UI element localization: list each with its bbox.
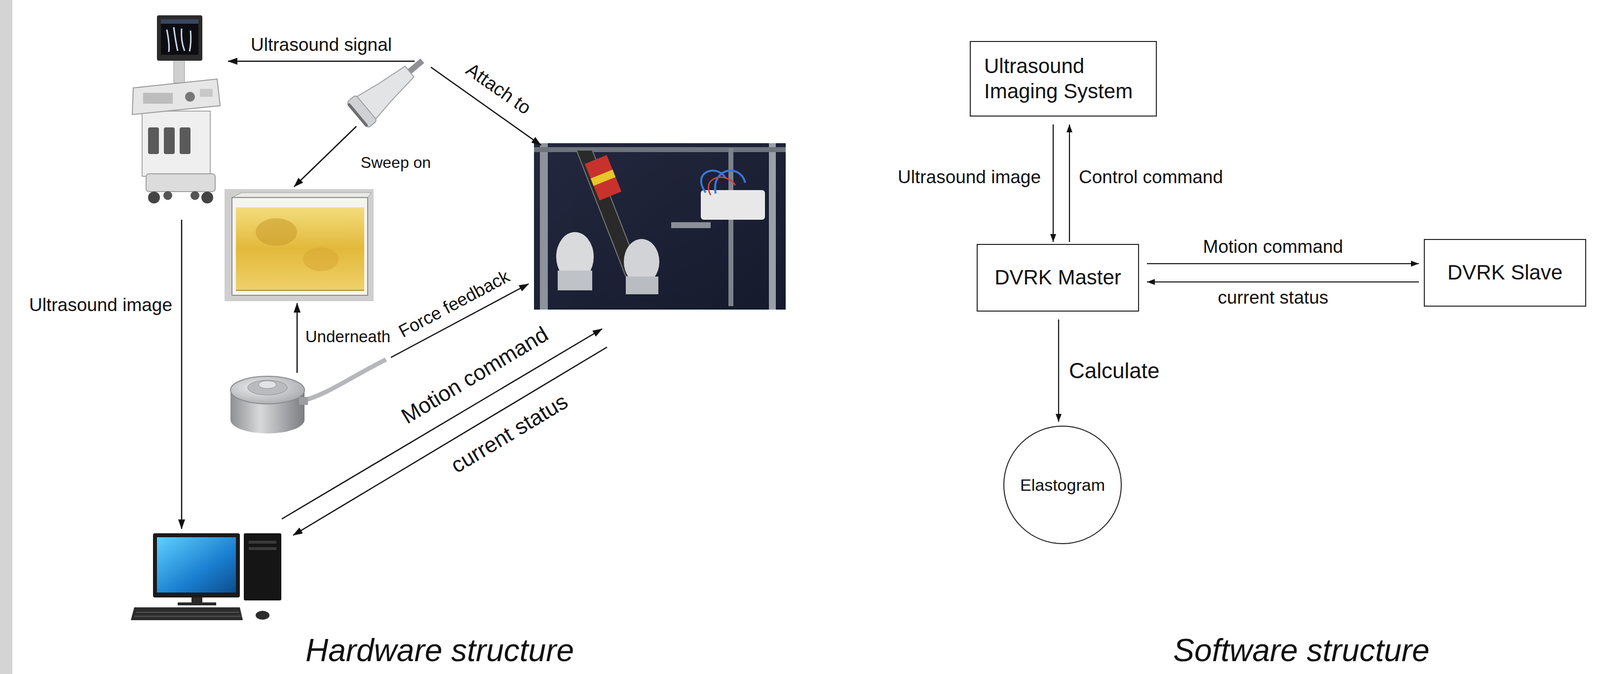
frame-post (768, 143, 776, 310)
section-caption: Hardware structure (303, 631, 576, 670)
node-label: DVRK Master (994, 265, 1122, 290)
signal-arrow (228, 60, 415, 63)
signal-label: Sweep on (358, 152, 433, 172)
frame-rod (728, 148, 734, 306)
mouse (255, 610, 270, 620)
probe-holder (148, 127, 159, 154)
screen-bar (160, 19, 199, 24)
signal-label: Force feedback (393, 264, 515, 343)
manipulator (557, 270, 593, 291)
wheel (201, 191, 214, 204)
connector-arrow (1058, 319, 1060, 422)
computer (130, 533, 282, 620)
wheel (148, 191, 160, 204)
monitor-foot (177, 602, 217, 606)
inclusion (303, 247, 339, 271)
monitor-screen (160, 19, 199, 55)
monitor-frame (152, 533, 240, 598)
hardware-arrows (181, 61, 608, 535)
inclusion (255, 218, 298, 246)
box-rim (231, 192, 372, 198)
signal-label: Underneath (303, 326, 393, 347)
cable (701, 170, 746, 194)
probe-head (346, 94, 378, 129)
wheel (190, 190, 200, 200)
photo-ground (533, 143, 786, 310)
photo-ground (224, 189, 374, 302)
ultrasound-probe (345, 47, 434, 129)
arm-link (671, 222, 711, 229)
cell-ring (247, 380, 288, 395)
connector-arrow (1052, 124, 1054, 242)
wheel (163, 190, 173, 200)
edge-label: Calculate (1066, 357, 1162, 384)
machine-base (146, 173, 216, 192)
control-panel (132, 78, 221, 115)
result-circle: Elastogram (1003, 425, 1122, 544)
connector-arrow (1068, 124, 1070, 242)
process-box: DVRK Slave (1423, 238, 1587, 307)
key-row (134, 615, 241, 617)
arm-block (584, 154, 622, 201)
drive-slot (248, 540, 277, 544)
image-arrow (181, 219, 183, 529)
gel-edge (235, 289, 365, 291)
keyboard (130, 607, 243, 620)
probe-face (346, 102, 369, 128)
monitor-screen (156, 536, 236, 593)
section-caption: Software structure (1171, 631, 1432, 670)
connector-arrow (1146, 281, 1419, 283)
edge-label: Motion command (1201, 235, 1346, 258)
sweep-arrow (294, 126, 357, 187)
signal-label: Ultrasound image (27, 294, 175, 316)
node-label: DVRK Slave (1447, 260, 1563, 285)
screen-image (166, 27, 191, 52)
arm-stripe (590, 169, 616, 187)
frame-beam (533, 147, 786, 153)
monitor-frame (156, 15, 203, 61)
gel (235, 207, 365, 291)
pc-tower (243, 533, 282, 601)
frame-post (539, 143, 548, 310)
monitor-stand (173, 58, 185, 83)
dvrk-robot (533, 143, 786, 310)
signal-label: current status (444, 387, 575, 480)
probe-holder (179, 127, 191, 154)
ultrasound-machine (132, 15, 221, 204)
signal-label: Attach to (459, 57, 537, 121)
edge-label: Control command (1076, 166, 1225, 189)
process-box: Ultrasound Imaging System (969, 40, 1157, 117)
machine-body (142, 111, 211, 177)
drive-slot (248, 546, 277, 550)
probe-holder (163, 127, 175, 154)
connector-arrow (1146, 263, 1419, 265)
cell-top (230, 376, 305, 404)
sensor-cable (302, 359, 386, 401)
edge-label: current status (1215, 286, 1331, 309)
acrylic-box (231, 197, 368, 296)
motion-arrow (281, 328, 603, 519)
tissue-phantom (224, 189, 374, 302)
cell-button (258, 380, 277, 389)
process-box: DVRK Master (976, 243, 1140, 312)
node-label: Ultrasound Imaging System (984, 53, 1147, 104)
underneath-arrow (296, 303, 299, 373)
manipulator (625, 276, 659, 295)
keypad (143, 92, 173, 104)
node-label: Elastogram (1020, 474, 1105, 496)
cable-gland (299, 396, 308, 405)
trackball (185, 91, 195, 102)
arm-joint (584, 154, 622, 201)
edge-label: Ultrasound image (895, 166, 1043, 189)
cable (708, 177, 736, 195)
keypad (199, 88, 213, 97)
load-cell (230, 359, 386, 434)
side-bar (0, 0, 13, 674)
signal-label: Ultrasound signal (248, 34, 394, 56)
key-row (136, 611, 239, 613)
